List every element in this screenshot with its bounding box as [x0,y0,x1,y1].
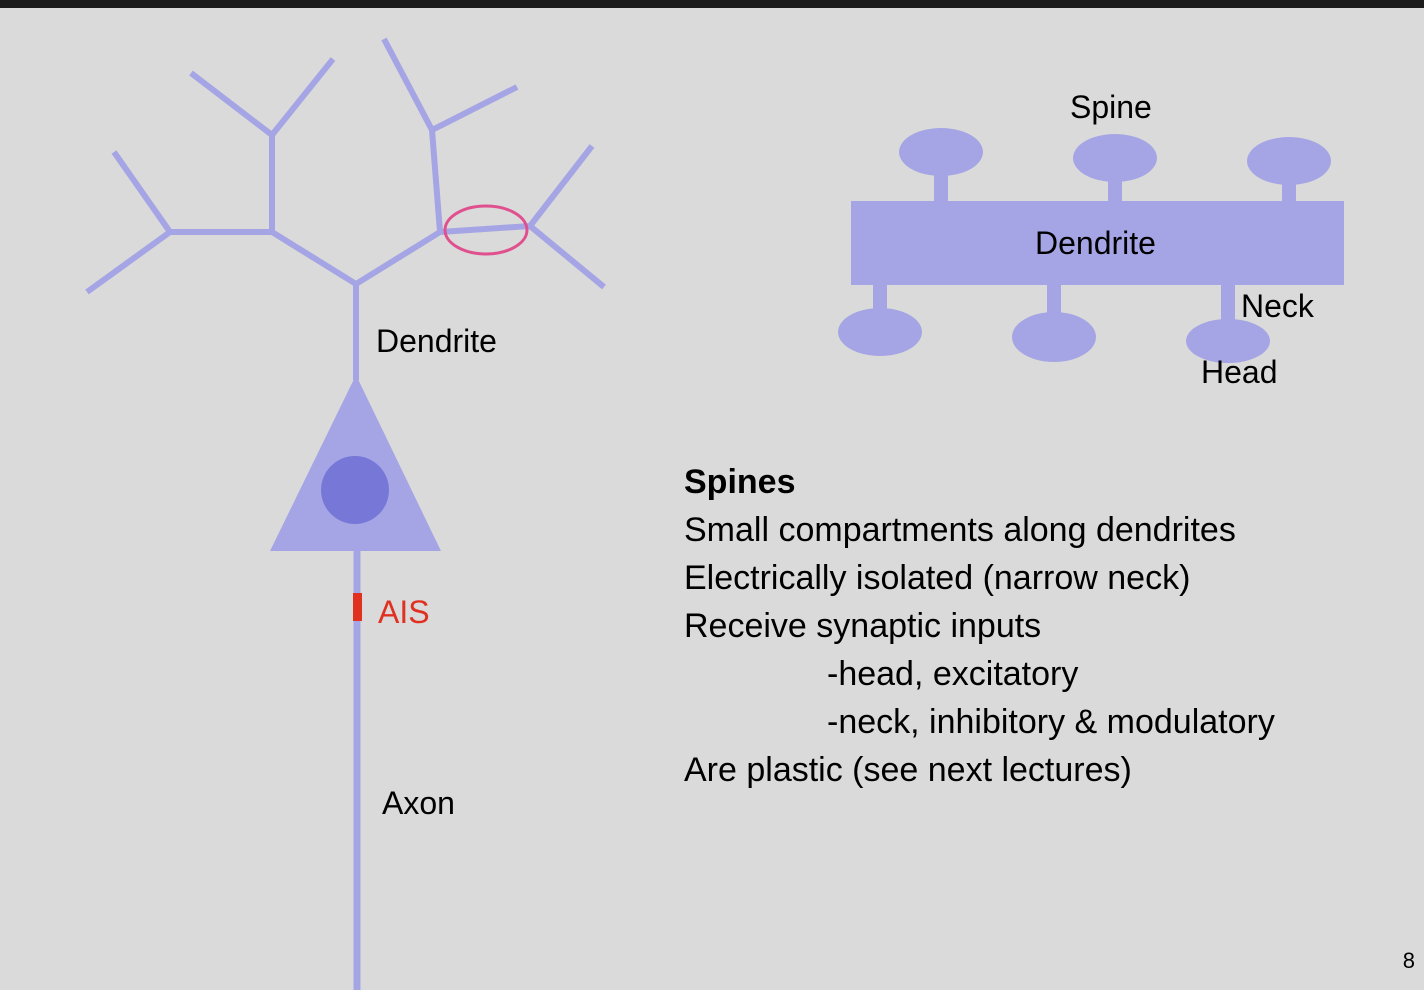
dendrite-left-twig-up [111,150,173,234]
dendritic-tree [85,37,606,380]
spines-title: Spines [684,463,796,501]
text-line: Are plastic (see next lectures) [684,751,1132,789]
nucleus [321,456,389,524]
dendrite-shaft [851,201,1344,285]
ais-label: AIS [378,594,430,630]
dendrite-far-twig-down [528,223,606,290]
dendrite-mid-twig-right [269,57,336,137]
shaft-dendrite-label: Dendrite [1035,225,1156,261]
page-number: 8 [1402,948,1415,973]
spine-head-bottom-1 [838,308,922,356]
dendrite-right-horizontal [439,223,531,235]
dendrite-far-twig-up [527,144,595,228]
spine-neck-top-1 [934,168,948,203]
spine-head-bottom-2 [1012,312,1096,362]
dendrite-right-up [429,129,443,233]
neck-label: Neck [1241,288,1314,324]
neuron-dendrite-label: Dendrite [376,323,497,359]
spine-head-bottom-3 [1186,319,1270,363]
dendrite-right-up-twig-right [430,84,519,133]
text-line: Electrically isolated (narrow neck) [684,559,1191,597]
text-line-indented: -neck, inhibitory & modulatory [827,703,1275,741]
dendrite-mid-twig-left [189,70,274,138]
dendrite-left-twig-down [85,229,172,295]
text-line-indented: -head, excitatory [827,655,1079,693]
dendrite-right-up-twig-left [381,37,435,132]
dendrite-left-branch [170,229,358,287]
ais-marker [353,593,362,621]
spine-head-top-1 [899,128,983,176]
spine-neck-bottom-3 [1221,283,1235,326]
dendrite-right-branch [354,229,442,287]
spine-neck-bottom-2 [1047,283,1061,321]
text-line: Receive synaptic inputs [684,607,1042,645]
spine-label: Spine [1070,89,1152,125]
spine-head-top-2 [1073,134,1157,182]
spine-neck-bottom-1 [873,283,887,316]
head-label: Head [1201,354,1278,390]
highlight-ellipse [443,204,529,256]
axon-label: Axon [382,785,455,821]
spines-description: Spines Small compartments along dendrite… [684,458,1275,794]
spine-head-top-3 [1247,137,1331,185]
spine-diagram [838,128,1344,363]
text-line: Small compartments along dendrites [684,511,1236,549]
top-rule [0,0,1424,8]
